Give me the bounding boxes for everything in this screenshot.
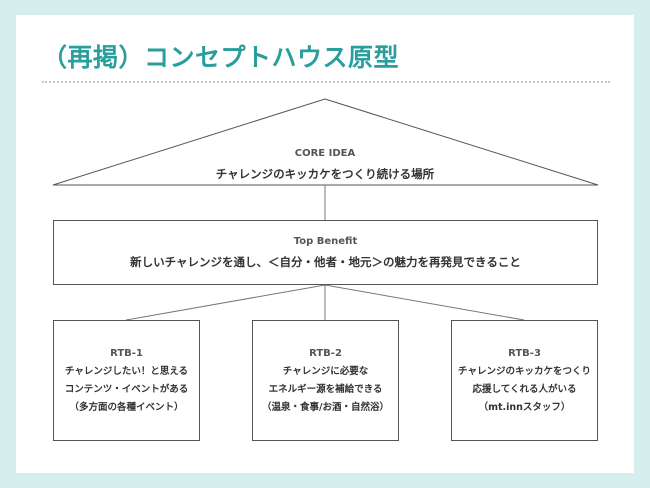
rtb-line: コンテンツ・イベントがある [64,384,189,395]
title-divider [42,81,610,83]
top-benefit-text: 新しいチャレンジを通し、＜自分・他者・地元＞の魅力を再発見できること [130,255,521,269]
rtb-line: （mt.innスタッフ） [478,402,571,413]
top-benefit-heading: Top Benefit [293,236,358,247]
top-benefit-box: Top Benefit 新しいチャレンジを通し、＜自分・他者・地元＞の魅力を再発… [53,220,598,285]
rtb-line: （多方面の各種イベント） [69,402,184,413]
rtb-box-2: RTB-2 チャレンジに必要な エネルギー源を補給できる （温泉・食事/お酒・自… [252,320,399,441]
rtb-box-3: RTB-3 チャレンジのキッカケをつくり 応援してくれる人がいる （mt.inn… [451,320,598,441]
rtb-box-1: RTB-1 チャレンジしたい！と思える コンテンツ・イベントがある （多方面の各… [53,320,200,441]
rtb-heading: RTB-1 [110,348,143,359]
rtb-line: （温泉・食事/お酒・自然浴） [262,402,389,413]
rtb-line: チャレンジに必要な [282,366,369,377]
rtb-line: チャレンジしたい！と思える [64,366,189,377]
benefit-to-rtb1-connector [125,284,326,321]
page-title: （再掲）コンセプトハウス原型 [42,43,400,72]
rtb-heading: RTB-3 [508,348,541,359]
rtb-line: 応援してくれる人がいる [472,384,577,395]
rtb-heading: RTB-2 [309,348,342,359]
rtb-line: チャレンジのキッカケをつくり [458,366,591,377]
core-idea-heading: CORE IDEA [294,148,356,159]
core-idea-text: チャレンジのキッカケをつくり続ける場所 [215,167,435,181]
benefit-to-rtb3-connector [324,284,525,321]
rtb-line: エネルギー源を補給できる [268,384,383,395]
